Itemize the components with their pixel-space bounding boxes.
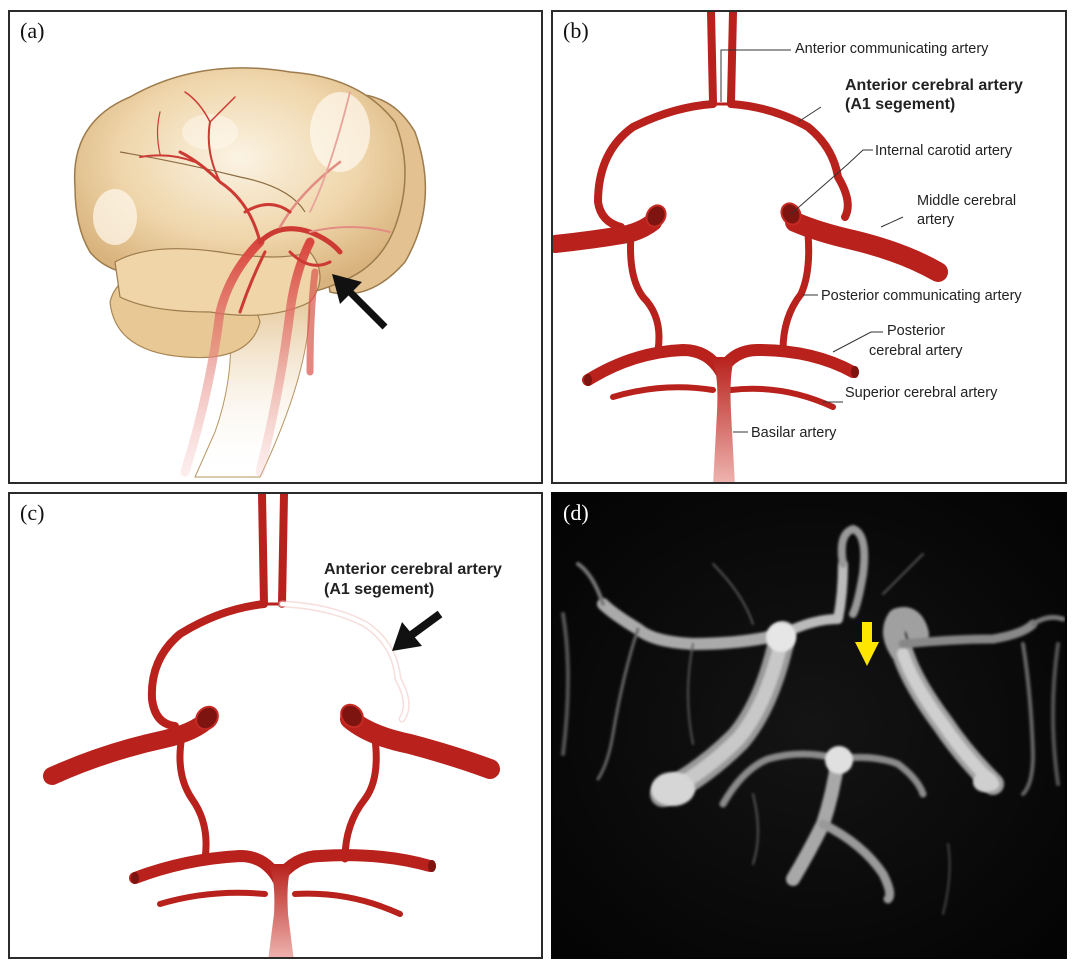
panel-b: (b) Anterior communicating artery Anteri… — [551, 10, 1067, 484]
pcom-label: Posterior communicating artery — [821, 287, 1022, 305]
pca-label-line2: cerebral artery — [869, 342, 962, 360]
sca-label: Superior cerebral artery — [845, 384, 997, 402]
panel-a-label: (a) — [20, 18, 44, 44]
acom-label: Anterior communicating artery — [795, 40, 988, 58]
pca-label-line1: Posterior — [887, 322, 945, 340]
brain-illustration — [10, 12, 543, 484]
panel-b-label: (b) — [563, 18, 589, 44]
aca-label-line1: Anterior cerebral artery — [324, 560, 502, 579]
aca-label-line2: (A1 segement) — [324, 580, 434, 599]
panel-c: (c) Anterior cerebral artery (A1 segemen… — [8, 492, 543, 959]
arrow-icon — [392, 614, 440, 651]
aca-label-line2: (A1 segement) — [845, 95, 955, 114]
aca-label-line1: Anterior cerebral artery — [845, 76, 1023, 95]
panel-a: (a) — [8, 10, 543, 484]
mca-label-line2: artery — [917, 211, 954, 229]
panel-c-label: (c) — [20, 500, 44, 526]
basilar-label: Basilar artery — [751, 424, 836, 442]
mca-label-line1: Middle cerebral — [917, 192, 1016, 210]
panel-d-label: (d) — [563, 500, 589, 526]
mra-image — [553, 494, 1067, 959]
panel-d: (d) — [551, 492, 1067, 959]
ica-label: Internal carotid artery — [875, 142, 1012, 160]
